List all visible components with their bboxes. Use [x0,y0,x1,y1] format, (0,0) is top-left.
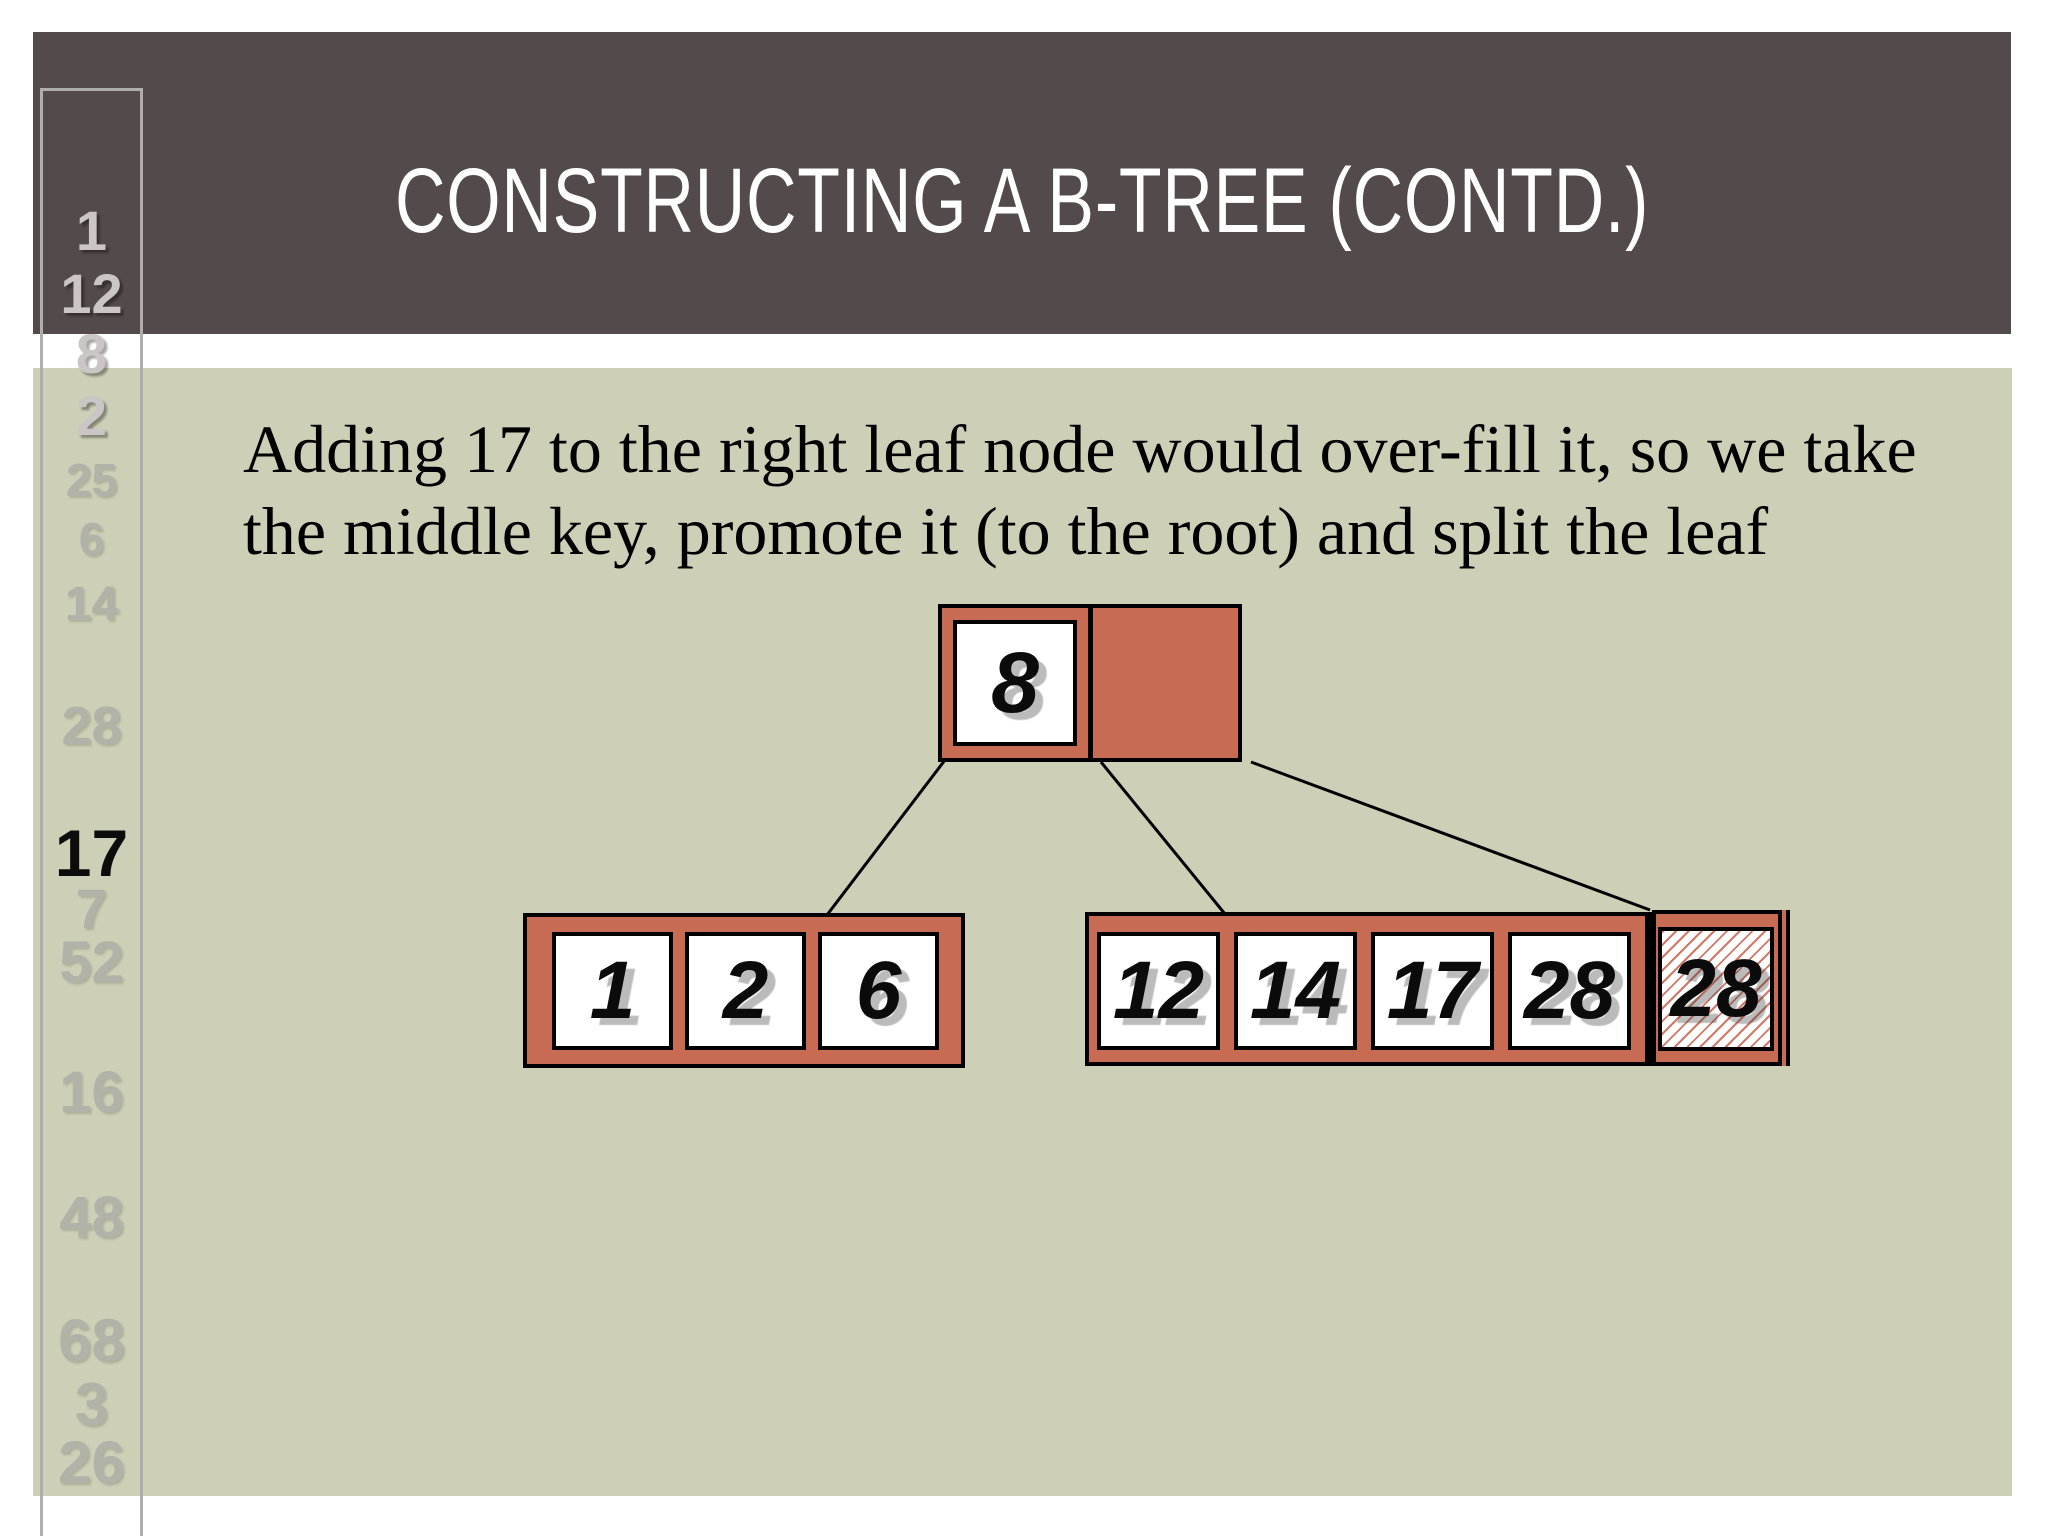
btree-key-box: 14 [1234,932,1357,1050]
sidebar-number: 26 [58,1429,125,1496]
slide-title-bar: CONSTRUCTING A B-TREE (CONTD.) [33,32,2011,334]
sidebar-number: 3 [74,1371,109,1438]
btree-overflow-cell: 28 [1658,927,1774,1051]
body-text: Adding 17 to the right leaf node would o… [243,408,1983,572]
sidebar-number: 48 [59,1185,124,1250]
sidebar-number: 25 [65,454,118,506]
body-text-line: Adding 17 to the right leaf node would o… [243,411,1917,487]
sidebar-number: 52 [59,930,124,995]
sidebar-number: 2 [75,384,108,447]
slide-title: CONSTRUCTING A B-TREE (CONTD.) [394,149,1650,252]
btree-key-box: 12 [1097,932,1220,1050]
sidebar-number: 6 [78,513,105,565]
body-text-line: the middle key, promote it (to the root)… [243,493,1769,569]
sidebar-number-strip: 1128225614281775216486832629 [40,88,143,1536]
btree-overflow-section: 28 [1652,910,1782,1066]
btree-key-box: 6 [818,932,939,1050]
btree-cell [1093,608,1239,758]
sidebar-number: 1 [75,199,108,262]
btree-key-box: 17 [1371,932,1494,1050]
sidebar-number: 16 [59,1060,124,1125]
sidebar-number: 14 [64,578,119,631]
sidebar-number: 7 [75,877,108,940]
sidebar-number: 8 [75,322,108,385]
node-end-bar [1782,910,1790,1066]
btree-key-box: 28 [1508,932,1631,1050]
sidebar-number: 28 [61,696,122,756]
btree-key-box: 8 [953,620,1077,746]
btree-key-box: 1 [552,932,673,1050]
btree-key-box: 2 [685,932,806,1050]
sidebar-number: 68 [58,1307,125,1374]
btree-cell: 8 [942,608,1093,758]
sidebar-number: 12 [60,262,123,325]
btree-root-node: 8 [938,604,1242,762]
sidebar-number: 17 [54,816,129,890]
